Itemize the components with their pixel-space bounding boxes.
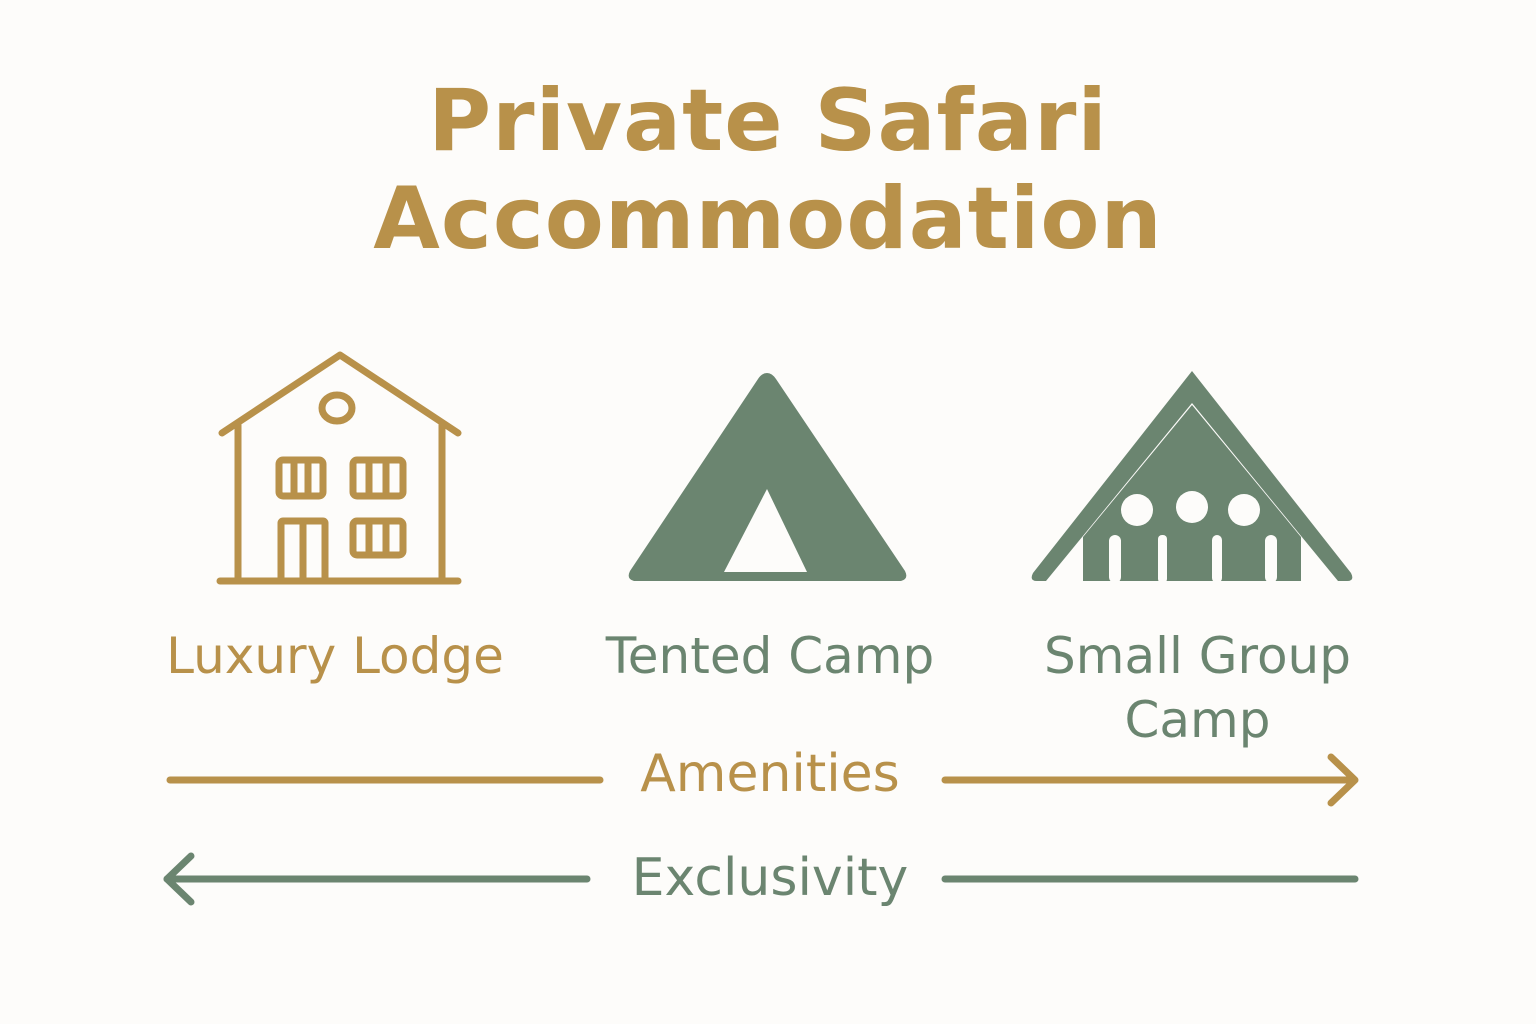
diagram-title: Private Safari Accommodation (0, 72, 1536, 268)
option-label-small-group-camp-line-1: Small Group (1044, 627, 1351, 685)
tent-icon (628, 373, 907, 581)
house-icon (216, 351, 462, 585)
exclusivity-axis-right-segment (941, 875, 1359, 883)
title-line-1: Private Safari (428, 71, 1108, 171)
exclusivity-axis-left-arrow (163, 852, 591, 906)
exclusivity-axis-label: Exclusivity (631, 848, 909, 908)
group-tent-icon (1031, 371, 1353, 583)
amenities-axis-left-segment (166, 776, 604, 784)
option-label-luxury-lodge: Luxury Lodge (166, 627, 504, 685)
option-label-small-group-camp: Small Group Camp (1000, 624, 1395, 752)
option-label-small-group-camp-line-2: Camp (1124, 691, 1271, 749)
option-label-tented-camp: Tented Camp (605, 627, 935, 685)
amenities-axis-label: Amenities (640, 744, 900, 804)
amenities-axis-right-arrow (941, 753, 1359, 807)
title-line-2: Accommodation (373, 169, 1163, 269)
